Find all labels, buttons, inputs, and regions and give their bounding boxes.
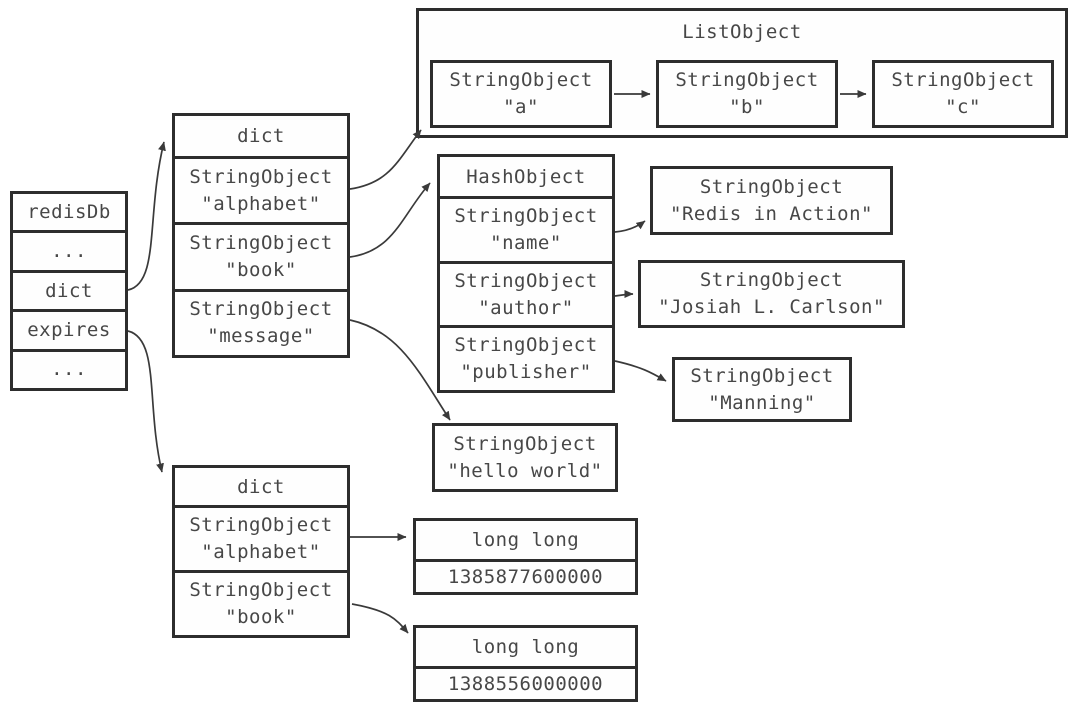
object-value-label: "publisher" <box>460 361 592 384</box>
string-value-message: StringObject "hello world" <box>432 423 618 492</box>
object-value-label: "alphabet" <box>201 192 321 215</box>
expires-dict-title: dict <box>175 468 347 505</box>
arrow-expbook-to-longlong <box>351 603 409 634</box>
object-type-label: StringObject <box>690 364 834 387</box>
redisdb-row-name: redisDb <box>13 194 125 230</box>
arrow-message-to-helloworld <box>349 319 451 421</box>
object-type-label: StringObject <box>675 69 819 91</box>
keyspace-dict-node: dict StringObject "alphabet" StringObjec… <box>172 113 350 358</box>
object-value-label: "Manning" <box>708 391 816 414</box>
longlong-book-node: long long 1388556000000 <box>413 625 638 702</box>
longlong-type: long long <box>416 521 635 559</box>
object-value-label: "book" <box>225 606 297 628</box>
arrow-book-to-hashobject <box>349 182 431 258</box>
dict-title-label: dict <box>237 125 285 147</box>
object-value-label: "book" <box>225 258 297 281</box>
ellipsis-label: ... <box>51 240 87 263</box>
hash-title-label: HashObject <box>466 165 586 188</box>
hash-object-title: HashObject <box>440 157 612 196</box>
hash-publisher-row: StringObject "publisher" <box>440 325 612 390</box>
hash-name-row: StringObject "name" <box>440 196 612 261</box>
arrow-author-to-value <box>614 290 634 299</box>
key-message-row: StringObject "message" <box>175 288 347 355</box>
redisdb-row-dict: dict <box>13 269 125 309</box>
hash-object-node: HashObject StringObject "name" StringObj… <box>437 154 615 393</box>
object-type-label: StringObject <box>189 231 333 254</box>
object-value-label: "Redis in Action" <box>670 202 873 225</box>
object-type-label: StringObject <box>189 165 333 188</box>
timestamp-value-label: 1385877600000 <box>447 566 604 588</box>
object-type-label: StringObject <box>449 69 593 91</box>
arrow-expires-to-expiresdict <box>127 330 164 473</box>
string-value-author: StringObject "Josiah L. Carlson" <box>638 260 905 328</box>
dict-field-label: dict <box>45 279 93 302</box>
key-book-row: StringObject "book" <box>175 222 347 288</box>
list-item-a: StringObject "a" <box>430 60 612 128</box>
string-value-publisher: StringObject "Manning" <box>672 357 852 422</box>
list-item-c: StringObject "c" <box>872 60 1054 128</box>
longlong-value-row: 1388556000000 <box>416 666 635 699</box>
redisdb-row-expires: expires <box>13 309 125 348</box>
list-object-title: ListObject <box>419 21 1065 43</box>
longlong-type: long long <box>416 628 635 666</box>
arrow-alphabet-to-listobject <box>349 129 422 190</box>
ellipsis-label: ... <box>51 358 87 381</box>
expires-book-row: StringObject "book" <box>175 570 347 635</box>
list-object-title-label: ListObject <box>682 21 802 43</box>
object-value-label: "hello world" <box>447 459 603 482</box>
object-type-label: StringObject <box>454 334 598 357</box>
hash-author-row: StringObject "author" <box>440 260 612 326</box>
object-type-label: StringObject <box>189 298 333 321</box>
expires-alphabet-row: StringObject "alphabet" <box>175 505 347 570</box>
string-value-name: StringObject "Redis in Action" <box>650 166 893 235</box>
object-value-label: "message" <box>207 325 315 348</box>
object-value-label: "b" <box>729 96 765 118</box>
redisdb-row-ellipsis-top: ... <box>13 230 125 269</box>
object-value-label: "Josiah L. Carlson" <box>658 296 885 318</box>
object-value-label: "c" <box>945 96 981 118</box>
object-type-label: StringObject <box>189 579 333 601</box>
object-type-label: StringObject <box>453 432 597 455</box>
keyspace-dict-title: dict <box>175 116 347 156</box>
dict-title-label: dict <box>237 475 285 498</box>
redisdb-label: redisDb <box>27 200 111 223</box>
longlong-alphabet-node: long long 1385877600000 <box>413 518 638 595</box>
longlong-type-label: long long <box>471 529 580 551</box>
object-type-label: StringObject <box>699 269 844 291</box>
key-alphabet-row: StringObject "alphabet" <box>175 156 347 222</box>
object-type-label: StringObject <box>891 69 1035 91</box>
redisdb-node: redisDb ... dict expires ... <box>10 191 128 391</box>
longlong-value-row: 1385877600000 <box>416 559 635 592</box>
object-value-label: "author" <box>478 296 574 319</box>
object-type-label: StringObject <box>454 269 598 292</box>
arrow-publisher-to-value <box>614 360 667 382</box>
timestamp-value-label: 1388556000000 <box>447 673 604 695</box>
object-type-label: StringObject <box>699 175 844 198</box>
object-value-label: "alphabet" <box>201 541 321 563</box>
expires-field-label: expires <box>27 318 111 341</box>
list-item-b: StringObject "b" <box>656 60 838 128</box>
expires-dict-node: dict StringObject "alphabet" StringObjec… <box>172 465 350 638</box>
arrow-name-to-value <box>614 220 646 233</box>
object-type-label: StringObject <box>189 514 333 536</box>
redisdb-row-ellipsis-bottom: ... <box>13 348 125 388</box>
object-type-label: StringObject <box>454 204 598 227</box>
object-value-label: "a" <box>503 96 539 118</box>
longlong-type-label: long long <box>471 636 580 658</box>
arrow-dict-to-keyspace <box>127 141 166 291</box>
object-value-label: "name" <box>490 231 562 254</box>
